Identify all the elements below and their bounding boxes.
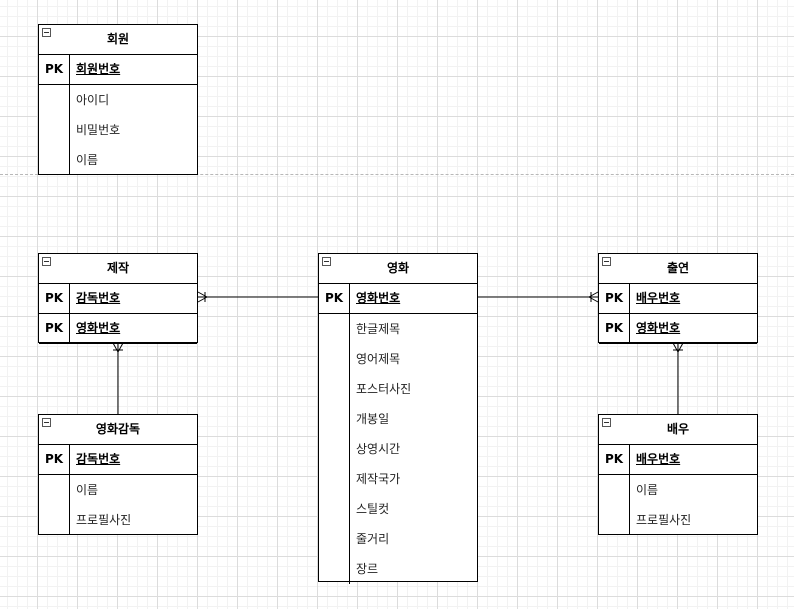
attribute-row[interactable]: 이름 — [76, 483, 99, 497]
primary-key-row[interactable]: PK 영화번호 — [39, 314, 197, 344]
relationship-movie-appearance[interactable] — [478, 291, 599, 303]
attribute-row[interactable]: 비밀번호 — [76, 123, 121, 137]
primary-key-row[interactable]: PK 영화번호 — [599, 314, 757, 344]
attribute-row[interactable]: 줄거리 — [356, 532, 390, 546]
entity-title: 영화감독 — [95, 422, 141, 436]
primary-key-name: 배우번호 — [636, 291, 681, 305]
collapse-icon[interactable] — [42, 418, 51, 427]
primary-key-name: 영화번호 — [636, 321, 681, 335]
attribute-row[interactable]: 장르 — [356, 562, 379, 576]
entity-title: 배우 — [666, 422, 690, 436]
primary-key-name: 감독번호 — [76, 291, 121, 305]
attribute-row[interactable]: 제작국가 — [356, 472, 401, 486]
key-column-gutter — [319, 314, 350, 584]
collapse-icon[interactable] — [322, 257, 331, 266]
entity-title: 영화 — [386, 261, 410, 275]
entity-title: 회원 — [106, 32, 130, 46]
primary-key-name: 영화번호 — [76, 321, 121, 335]
key-column-gutter — [599, 475, 630, 535]
entity-title: 제작 — [106, 261, 130, 275]
primary-key-marker: PK — [39, 314, 70, 343]
primary-key-marker: PK — [319, 284, 350, 313]
primary-key-row[interactable]: PK 배우번호 — [599, 284, 757, 314]
entity-production[interactable]: 제작 PK 감독번호 PK 영화번호 — [38, 253, 198, 344]
primary-key-name: 감독번호 — [76, 452, 121, 466]
primary-key-row[interactable]: PK 감독번호 — [39, 284, 197, 314]
primary-key-row[interactable]: PK 회원번호 — [39, 55, 197, 85]
entity-header[interactable]: 영화감독 — [39, 415, 197, 445]
entity-title: 출연 — [666, 261, 690, 275]
entity-header[interactable]: 영화 — [319, 254, 477, 284]
primary-key-name: 영화번호 — [356, 291, 401, 305]
collapse-icon[interactable] — [602, 418, 611, 427]
collapse-icon[interactable] — [602, 257, 611, 266]
attribute-row[interactable]: 이름 — [76, 153, 99, 167]
primary-key-row[interactable]: PK 감독번호 — [39, 445, 197, 475]
primary-key-marker: PK — [599, 445, 630, 474]
relationship-actor-appearance[interactable] — [672, 342, 684, 414]
primary-key-marker: PK — [39, 445, 70, 474]
attribute-row[interactable]: 이름 — [636, 483, 659, 497]
attribute-row[interactable]: 아이디 — [76, 93, 110, 107]
attribute-row[interactable]: 영어제목 — [356, 352, 401, 366]
primary-key-name: 배우번호 — [636, 452, 681, 466]
primary-key-marker: PK — [39, 55, 70, 84]
attribute-row[interactable]: 프로필사진 — [76, 513, 132, 527]
primary-key-name: 회원번호 — [76, 62, 121, 76]
entity-header[interactable]: 출연 — [599, 254, 757, 284]
page-break-line — [0, 174, 794, 175]
relationship-movie-production[interactable] — [197, 291, 318, 303]
primary-key-marker: PK — [39, 284, 70, 313]
collapse-icon[interactable] — [42, 28, 51, 37]
attribute-row[interactable]: 스틸컷 — [356, 502, 390, 516]
entity-header[interactable]: 회원 — [39, 25, 197, 55]
key-column-gutter — [39, 85, 70, 175]
primary-key-marker: PK — [599, 284, 630, 313]
primary-key-marker: PK — [599, 314, 630, 343]
key-column-gutter — [39, 475, 70, 535]
attribute-row[interactable]: 포스터사진 — [356, 382, 412, 396]
attribute-row[interactable]: 한글제목 — [356, 322, 401, 336]
attribute-row[interactable]: 상영시간 — [356, 442, 401, 456]
entity-appearance[interactable]: 출연 PK 배우번호 PK 영화번호 — [598, 253, 758, 344]
entity-header[interactable]: 제작 — [39, 254, 197, 284]
primary-key-row[interactable]: PK 배우번호 — [599, 445, 757, 475]
primary-key-row[interactable]: PK 영화번호 — [319, 284, 477, 314]
attribute-row[interactable]: 프로필사진 — [636, 513, 692, 527]
collapse-icon[interactable] — [42, 257, 51, 266]
entity-header[interactable]: 배우 — [599, 415, 757, 445]
relationship-director-production[interactable] — [112, 342, 124, 414]
attribute-row[interactable]: 개봉일 — [356, 412, 390, 426]
